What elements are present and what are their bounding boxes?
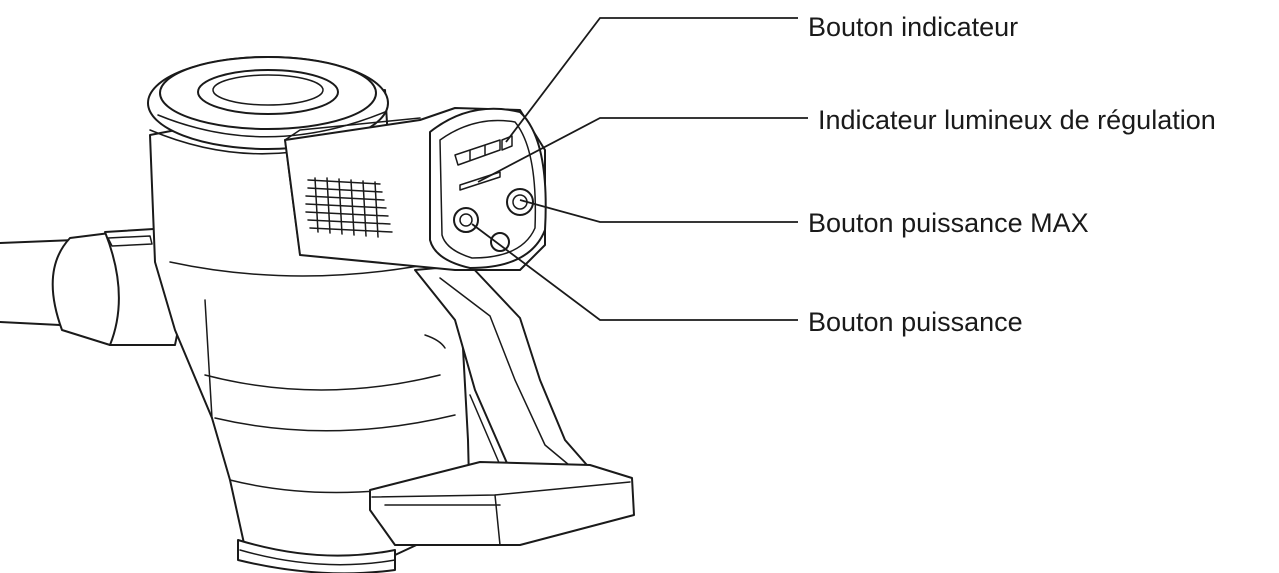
battery-level-icon [454, 139, 501, 166]
max-power-button-icon [506, 188, 534, 216]
label-max-power-button: Bouton puissance MAX [808, 208, 1089, 238]
label-indicator-button: Bouton indicateur [808, 12, 1018, 42]
regulation-light-icon [459, 171, 501, 191]
vent-grille [305, 177, 393, 238]
leader-indicator-button [505, 17, 798, 143]
callout-labels: Bouton indicateur Indicateur lumineux de… [808, 12, 1216, 337]
power-button-icon [453, 207, 479, 233]
leader-power-button [471, 223, 798, 321]
leader-lines [471, 17, 808, 321]
leader-max-power-button [519, 199, 798, 223]
battery-pack [369, 461, 635, 546]
label-regulation-light: Indicateur lumineux de régulation [818, 105, 1216, 135]
leader-regulation-light [477, 117, 808, 183]
vacuum-illustration [0, 56, 635, 573]
label-power-button: Bouton puissance [808, 307, 1023, 337]
